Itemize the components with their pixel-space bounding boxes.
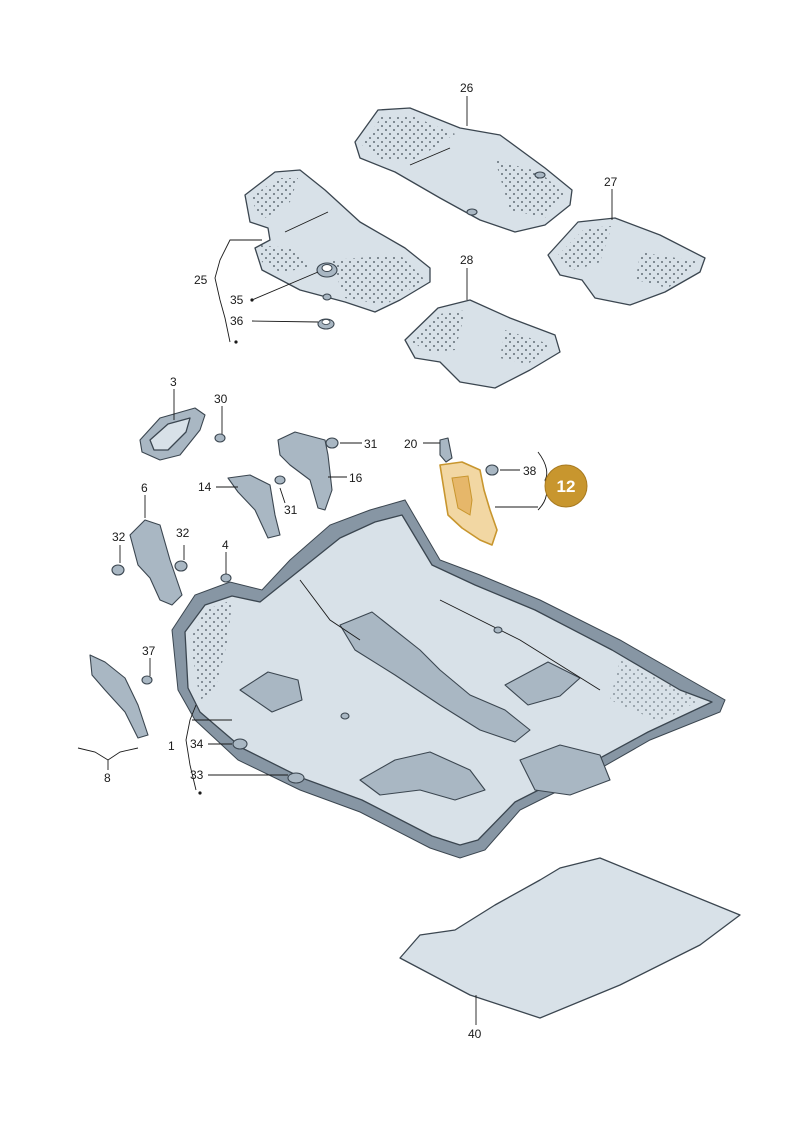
callout-labels: 26 27 28 25 35 36 3 30 31 20 16 38 14 31… bbox=[104, 81, 618, 1041]
callout-1: 1 bbox=[168, 739, 175, 753]
floor-mat-rear-left bbox=[404, 299, 561, 389]
highlight-badge-12[interactable]: 12 bbox=[544, 464, 588, 508]
callout-40: 40 bbox=[468, 1027, 482, 1041]
callout-16: 16 bbox=[349, 471, 363, 485]
callout-20: 20 bbox=[404, 437, 418, 451]
badge-label: 12 bbox=[557, 477, 576, 496]
mat-retainer-clip bbox=[316, 262, 338, 301]
highlighted-part-12 bbox=[439, 461, 499, 546]
callout-32-right: 32 bbox=[176, 526, 190, 540]
callout-14: 14 bbox=[198, 480, 212, 494]
callout-32-left: 32 bbox=[112, 530, 126, 544]
callout-36: 36 bbox=[230, 314, 244, 328]
callout-35: 35 bbox=[230, 293, 244, 307]
callout-25: 25 bbox=[194, 273, 208, 287]
carpet-fastener-33 bbox=[287, 772, 305, 784]
trim-part-8 bbox=[89, 654, 153, 739]
floor-mat-front-right bbox=[354, 107, 573, 233]
callout-8: 8 bbox=[104, 771, 111, 785]
callout-4: 4 bbox=[222, 538, 229, 552]
callout-31-lower: 31 bbox=[284, 503, 298, 517]
trim-part-6 bbox=[111, 519, 232, 606]
carpet-fastener-34 bbox=[232, 738, 248, 750]
callout-38: 38 bbox=[523, 464, 537, 478]
mat-retainer-base bbox=[317, 318, 335, 330]
callout-33: 33 bbox=[190, 768, 204, 782]
callout-28: 28 bbox=[460, 253, 474, 267]
floor-mat-rear-right bbox=[547, 217, 706, 306]
floor-carpet-main bbox=[171, 499, 726, 859]
callout-6: 6 bbox=[141, 481, 148, 495]
trim-part-16 bbox=[277, 431, 339, 511]
trim-part-20 bbox=[439, 437, 453, 463]
callout-27: 27 bbox=[604, 175, 618, 189]
callout-34: 34 bbox=[190, 737, 204, 751]
floor-mat-front-left bbox=[244, 169, 431, 313]
callout-30: 30 bbox=[214, 392, 228, 406]
leader-lines bbox=[77, 96, 613, 1025]
callout-3: 3 bbox=[170, 375, 177, 389]
callout-26: 26 bbox=[460, 81, 474, 95]
trim-part-3 bbox=[139, 407, 226, 461]
luggage-compartment-mat bbox=[399, 857, 741, 1019]
callout-37: 37 bbox=[142, 644, 156, 658]
trim-part-14 bbox=[227, 474, 286, 539]
callout-31-upper: 31 bbox=[364, 437, 378, 451]
